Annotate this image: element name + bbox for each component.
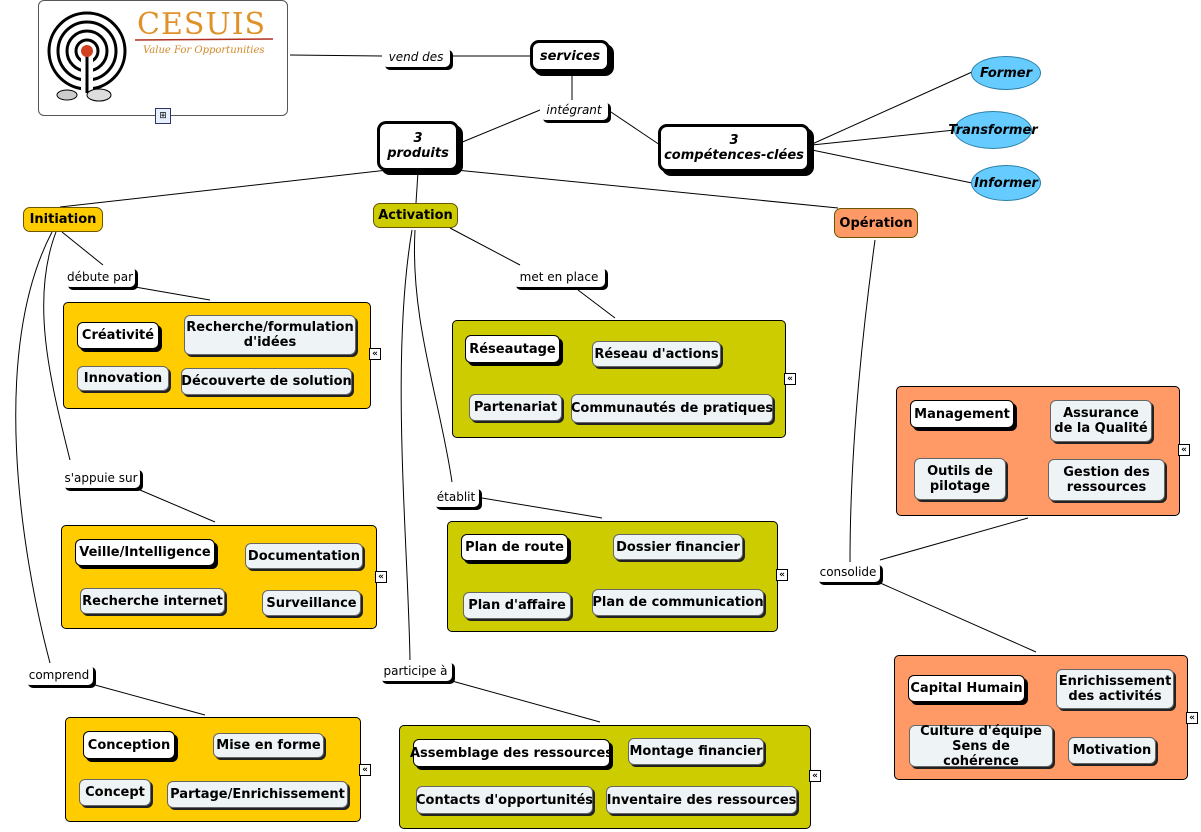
link-participe-a: participe à [379, 660, 452, 681]
node-management[interactable]: Management [910, 400, 1014, 428]
node-recherche-formulation[interactable]: Recherche/formulation d'idées [184, 315, 356, 355]
node-partage-enrichissement[interactable]: Partage/Enrichissement [167, 781, 348, 808]
link-comprend: comprend [25, 664, 93, 685]
node-inventaire-ressources[interactable]: Inventaire des ressources [606, 786, 797, 814]
double-chevron-left-icon[interactable]: « [776, 569, 788, 581]
node-creativite[interactable]: Créativité [77, 322, 159, 349]
node-assemblage-ressources[interactable]: Assemblage des ressources [410, 739, 613, 767]
logo-title: CESUIS [137, 7, 267, 42]
logo-subtitle: Value For Opportunities [143, 45, 265, 56]
node-communautes-pratiques[interactable]: Communautés de pratiques [571, 394, 773, 423]
node-plan-affaire[interactable]: Plan d'affaire [463, 592, 571, 619]
sitemap-icon[interactable]: ⊞ [155, 108, 171, 124]
node-concept[interactable]: Concept [79, 779, 151, 806]
node-reseautage[interactable]: Réseautage [465, 335, 560, 363]
competences-label: compétences-clées [664, 148, 804, 163]
skill-former[interactable]: Former [971, 56, 1041, 90]
double-chevron-left-icon[interactable]: « [1186, 712, 1198, 724]
category-operation[interactable]: Opération [834, 208, 918, 238]
link-vend-des: vend des [382, 47, 450, 67]
node-gestion-ressources[interactable]: Gestion des ressources [1048, 459, 1165, 501]
produits-label: produits [387, 146, 449, 161]
competences-node[interactable]: 3 compétences-clées [658, 124, 810, 172]
node-capital-humain[interactable]: Capital Humain [908, 675, 1025, 702]
node-veille-intelligence[interactable]: Veille/Intelligence [75, 539, 215, 566]
link-met-en-place: met en place [513, 266, 605, 287]
services-node[interactable]: services [530, 40, 610, 72]
node-decouverte-solution[interactable]: Découverte de solution [181, 368, 352, 395]
node-documentation[interactable]: Documentation [245, 543, 363, 569]
node-mise-en-forme[interactable]: Mise en forme [213, 733, 324, 758]
node-surveillance[interactable]: Surveillance [262, 590, 361, 616]
double-chevron-left-icon[interactable]: « [809, 770, 821, 782]
double-chevron-left-icon[interactable]: « [369, 348, 381, 360]
produits-count: 3 [413, 131, 423, 146]
category-activation[interactable]: Activation [373, 203, 458, 228]
node-reseau-actions[interactable]: Réseau d'actions [592, 341, 721, 367]
node-plan-communication[interactable]: Plan de communication [592, 589, 764, 616]
node-assurance-qualite[interactable]: Assurance de la Qualité [1050, 400, 1152, 442]
double-chevron-left-icon[interactable]: « [359, 764, 371, 776]
logo-underline [135, 38, 273, 41]
labyrinth-icon [47, 11, 127, 102]
link-debute-par: débute par [65, 266, 135, 287]
node-enrichissement-activites[interactable]: Enrichissement des activités [1056, 669, 1174, 709]
node-recherche-internet[interactable]: Recherche internet [80, 588, 225, 614]
node-conception[interactable]: Conception [83, 731, 175, 759]
node-culture-equipe[interactable]: Culture d'équipe Sens de cohérence [909, 724, 1053, 769]
double-chevron-left-icon[interactable]: « [1178, 444, 1190, 456]
company-logo[interactable]: CESUIS Value For Opportunities [38, 0, 288, 116]
skill-informer[interactable]: Informer [971, 165, 1041, 201]
skill-transformer[interactable]: Transformer [948, 111, 1038, 149]
produits-node[interactable]: 3 produits [377, 121, 459, 171]
competences-count: 3 [729, 133, 739, 148]
node-motivation[interactable]: Motivation [1068, 737, 1156, 764]
node-dossier-financier[interactable]: Dossier financier [613, 534, 743, 560]
node-partenariat[interactable]: Partenariat [469, 394, 562, 421]
link-consolide: consolide [816, 562, 880, 582]
double-chevron-left-icon[interactable]: « [784, 373, 796, 385]
category-initiation[interactable]: Initiation [23, 207, 103, 232]
node-contacts-opportunites[interactable]: Contacts d'opportunités [416, 786, 593, 814]
link-integrant: intégrant [540, 100, 608, 120]
node-innovation[interactable]: Innovation [77, 366, 169, 391]
node-outils-pilotage[interactable]: Outils de pilotage [914, 458, 1006, 500]
link-s-appuie-sur: s'appuie sur [62, 467, 140, 488]
node-montage-financier[interactable]: Montage financier [628, 738, 764, 765]
link-etablit: établit [433, 486, 479, 507]
double-chevron-left-icon[interactable]: « [375, 571, 387, 583]
node-plan-de-route[interactable]: Plan de route [461, 534, 568, 561]
